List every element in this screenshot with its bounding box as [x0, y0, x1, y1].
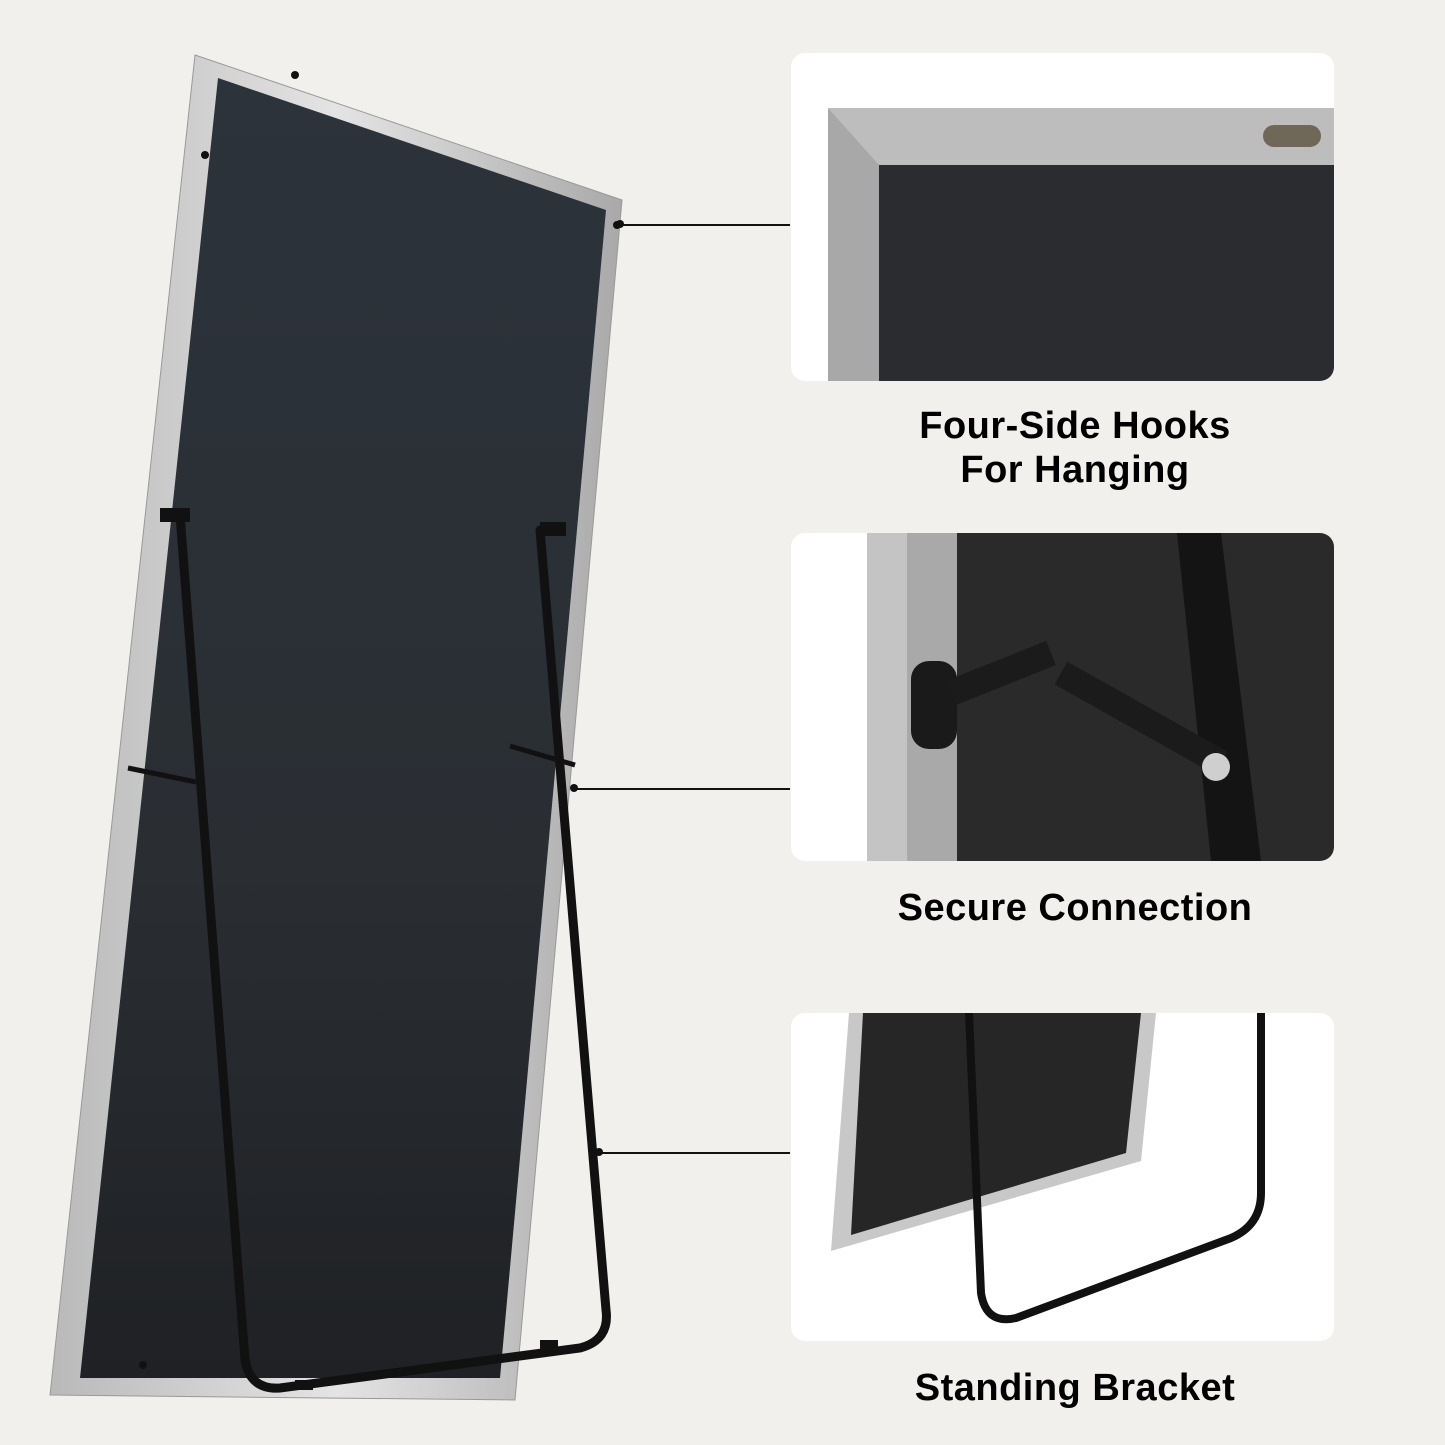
- caption-connection: Secure Connection: [790, 886, 1360, 930]
- caption-hooks-line-2: For Hanging: [960, 449, 1190, 491]
- callout-dot-bracket: [595, 1148, 603, 1156]
- callout-line-connection: [576, 788, 790, 790]
- caption-bracket-line-1: Standing Bracket: [914, 1367, 1236, 1409]
- caption-hooks-line-1: Four-Side Hooks: [919, 405, 1231, 447]
- hinge-closeup-illustration: [791, 533, 1334, 861]
- feature-card-bracket: [791, 1013, 1334, 1341]
- standing-bracket-illustration: [791, 1013, 1334, 1341]
- main-product-image: [40, 50, 660, 1410]
- feature-card-connection: [791, 533, 1334, 861]
- callout-line-bracket: [601, 1152, 790, 1154]
- mirror-back-illustration: [49, 54, 623, 1401]
- callout-dot-connection: [570, 784, 578, 792]
- feature-card-hooks: [791, 53, 1334, 381]
- caption-connection-line-1: Secure Connection: [897, 887, 1253, 929]
- caption-bracket: Standing Bracket: [790, 1366, 1360, 1410]
- callout-line-hooks: [622, 224, 790, 226]
- caption-hooks: Four-Side Hooks For Hanging: [790, 404, 1360, 492]
- callout-dot-hooks: [616, 220, 624, 228]
- frame-corner-illustration: [791, 53, 1334, 381]
